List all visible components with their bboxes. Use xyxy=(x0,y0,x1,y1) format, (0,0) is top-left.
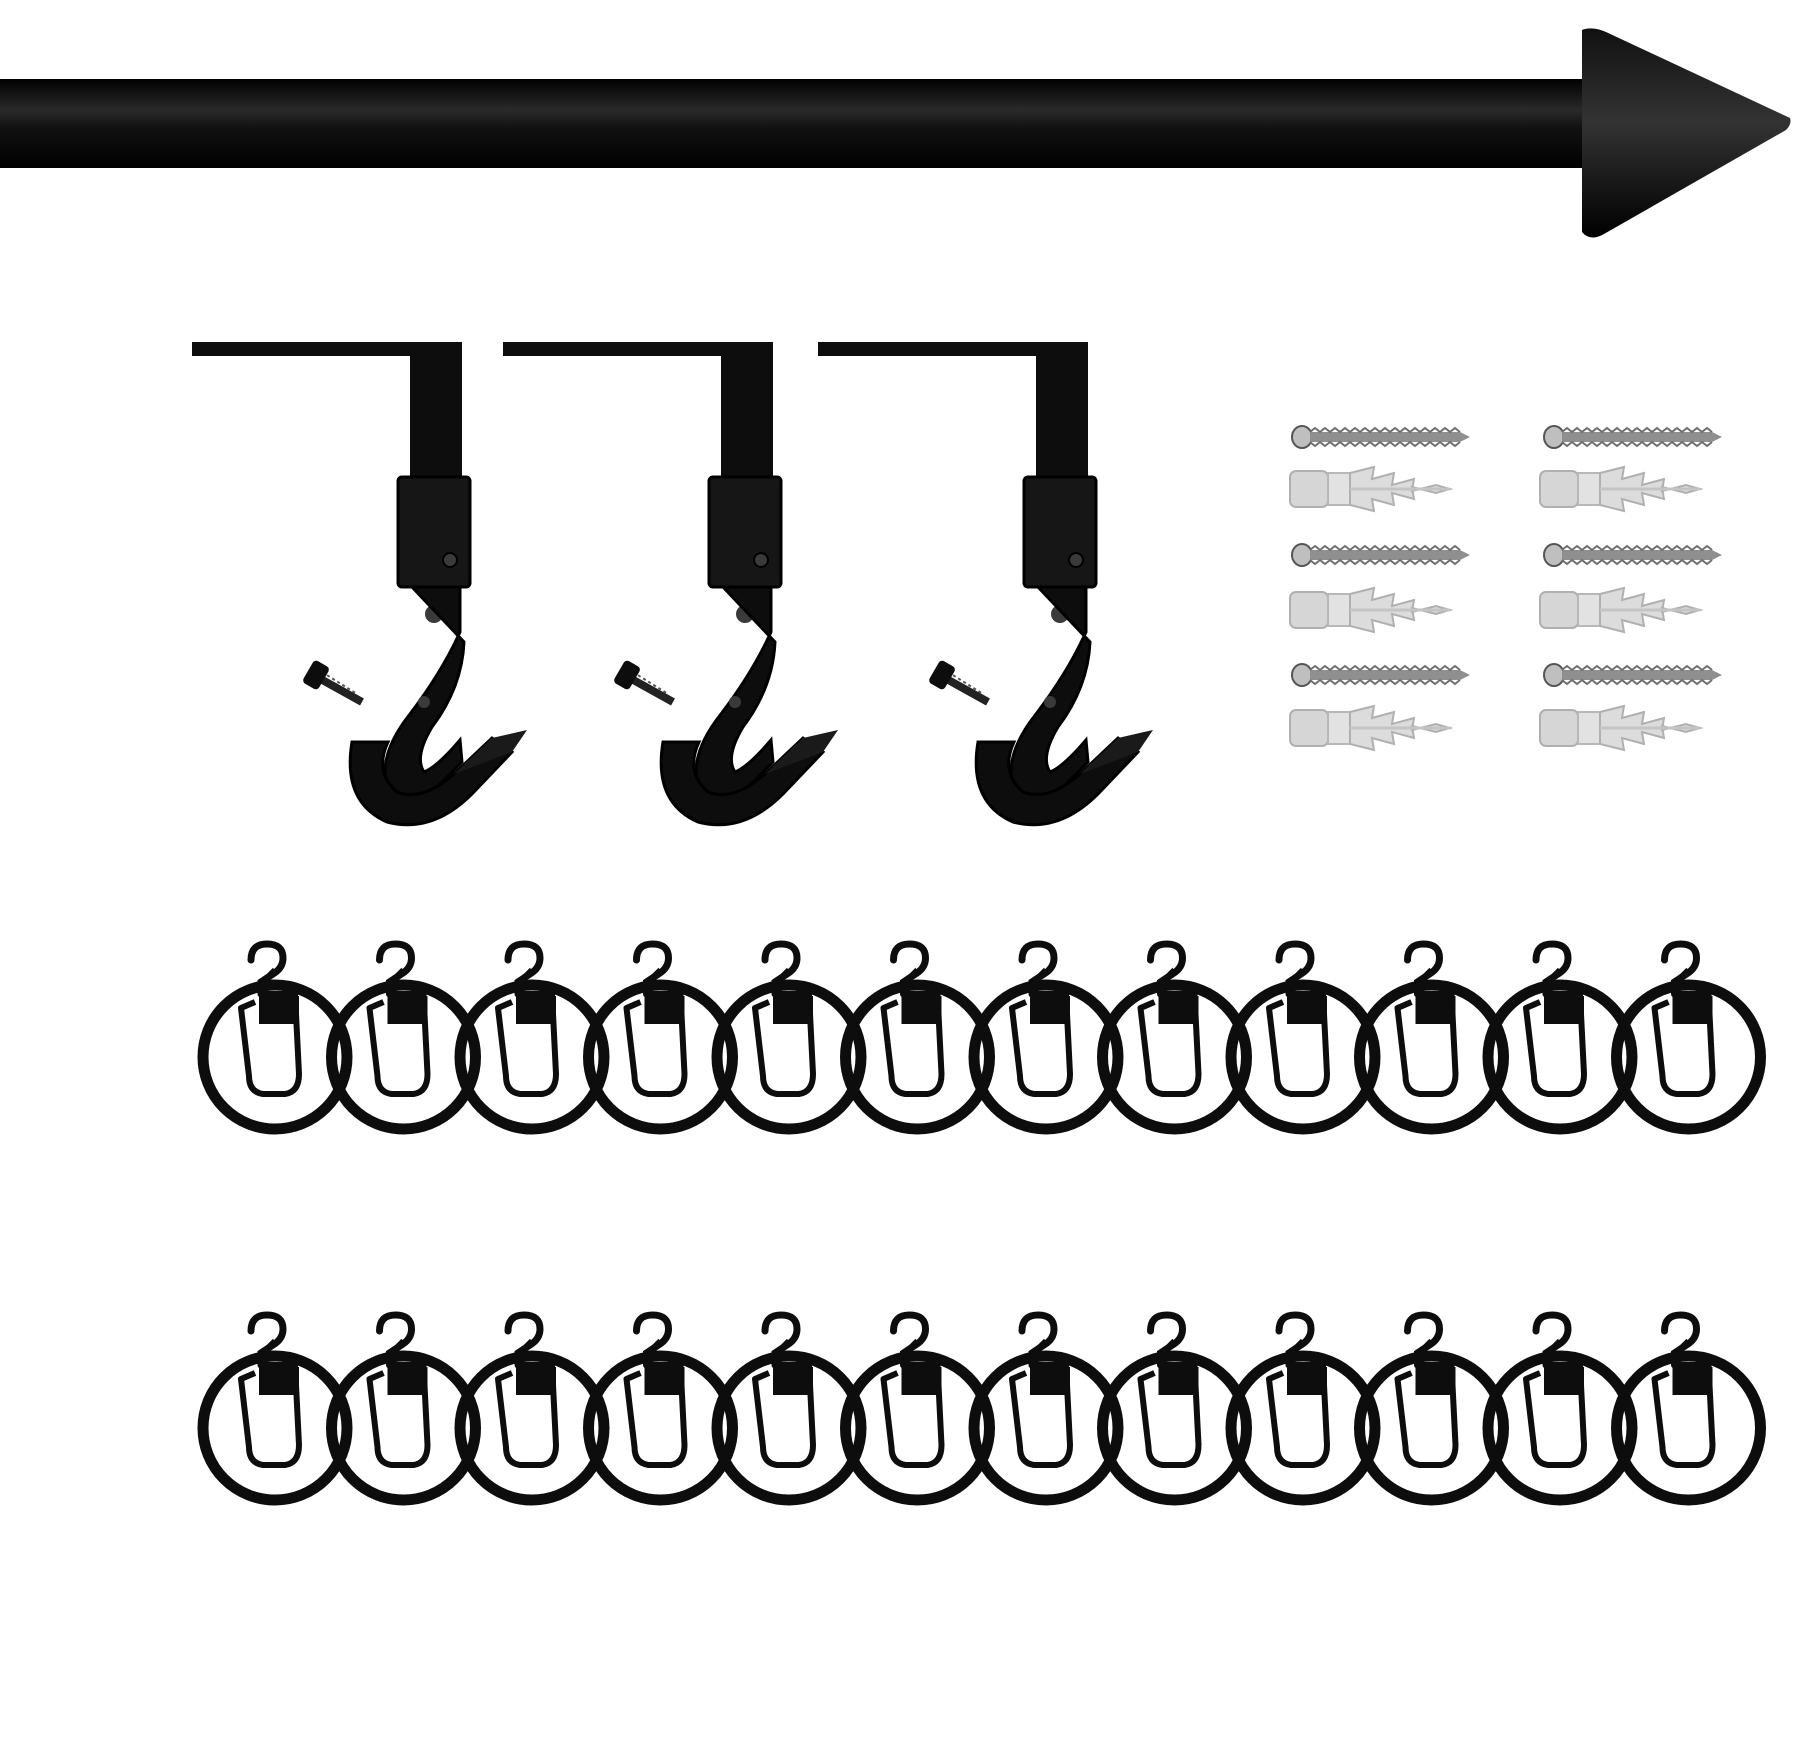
bracket xyxy=(503,342,838,825)
curtain-clip xyxy=(1269,1315,1327,1465)
wall-plug xyxy=(1288,586,1452,634)
curtain-clip xyxy=(498,1315,556,1465)
screw xyxy=(1291,543,1471,567)
curtain-clip xyxy=(1655,1315,1713,1465)
wall-plug xyxy=(1288,704,1452,752)
curtain-clip xyxy=(370,944,428,1094)
ring-set xyxy=(203,985,1761,1500)
curtain-clip xyxy=(1655,944,1713,1094)
curtain-clip xyxy=(1269,944,1327,1094)
curtain-clip xyxy=(1398,1315,1456,1465)
screw xyxy=(1291,425,1471,449)
bracket-set xyxy=(192,342,1153,825)
curtain-clip xyxy=(1141,1315,1199,1465)
screw xyxy=(1543,543,1723,567)
curtain-clip xyxy=(241,1315,299,1465)
curtain-clip xyxy=(241,944,299,1094)
curtain-clip xyxy=(1141,944,1199,1094)
wall-plug xyxy=(1538,586,1702,634)
wall-plug xyxy=(1538,704,1702,752)
bracket xyxy=(192,342,527,825)
curtain-clip xyxy=(1526,944,1584,1094)
curtain-clip xyxy=(627,944,685,1094)
curtain-clip xyxy=(1012,944,1070,1094)
curtain-clip xyxy=(498,944,556,1094)
curtain-clip xyxy=(884,1315,942,1465)
curtain-clip xyxy=(1398,944,1456,1094)
curtain-clip xyxy=(1526,1315,1584,1465)
curtain-rod xyxy=(0,28,1791,238)
bracket xyxy=(818,342,1153,825)
curtain-clip xyxy=(755,944,813,1094)
curtain-clip xyxy=(627,1315,685,1465)
screw xyxy=(1543,425,1723,449)
curtain-clip xyxy=(755,1315,813,1465)
curtain-clip xyxy=(370,1315,428,1465)
wall-plug xyxy=(1288,465,1452,513)
screw xyxy=(1543,663,1723,687)
screw-and-plug-set xyxy=(1288,425,1723,752)
wall-plug xyxy=(1538,465,1702,513)
curtain-clip xyxy=(1012,1315,1070,1465)
curtain-clip xyxy=(884,944,942,1094)
screw xyxy=(1291,663,1471,687)
